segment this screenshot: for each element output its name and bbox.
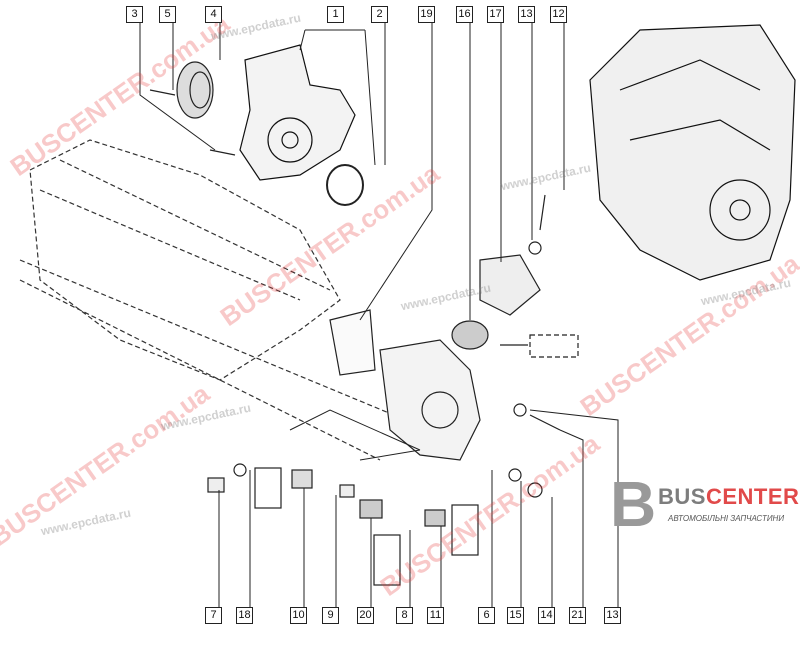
callout-4[interactable]: 4	[205, 6, 222, 23]
callout-2[interactable]: 2	[371, 6, 388, 23]
outlet-elbow	[479, 254, 541, 316]
thermostat-housing	[329, 309, 481, 461]
pulley	[176, 61, 214, 119]
temp-symbol-box	[451, 504, 479, 556]
callout-11[interactable]: 11	[427, 607, 444, 624]
sensors	[207, 403, 561, 527]
callout-18[interactable]: 18	[236, 607, 253, 624]
buscenter-logo: B BUSCENTER АВТОМОБІЛЬНІ ЗАПЧАСТИНИ	[610, 472, 800, 552]
callout-10[interactable]: 10	[290, 607, 307, 624]
callout-12[interactable]: 12	[550, 6, 567, 23]
callout-13-bottom[interactable]: 13	[604, 607, 621, 624]
callout-19[interactable]: 19	[418, 6, 435, 23]
callout-16[interactable]: 16	[456, 6, 473, 23]
gasket-ring	[326, 164, 364, 206]
callout-14[interactable]: 14	[538, 607, 555, 624]
callout-9[interactable]: 9	[322, 607, 339, 624]
callout-21[interactable]: 21	[569, 607, 586, 624]
callout-5[interactable]: 5	[159, 6, 176, 23]
logo-center: CENTER	[705, 484, 800, 509]
temp-symbol-box	[254, 467, 282, 509]
callout-6[interactable]: 6	[478, 607, 495, 624]
callout-13[interactable]: 13	[518, 6, 535, 23]
logo-name: BUSCENTER	[658, 484, 799, 510]
bolt-12	[528, 194, 546, 255]
leader-lines	[139, 23, 619, 607]
callout-17[interactable]: 17	[487, 6, 504, 23]
bolt-5	[149, 89, 176, 96]
logo-subtitle: АВТОМОБІЛЬНІ ЗАПЧАСТИНИ	[668, 514, 785, 523]
thermostat	[451, 320, 489, 350]
bolt-3	[209, 149, 236, 156]
temp-symbol-box	[373, 534, 401, 586]
callout-20[interactable]: 20	[357, 607, 374, 624]
logo-letter: B	[610, 468, 657, 540]
callout-1[interactable]: 1	[327, 6, 344, 23]
dashed-ref-box	[529, 334, 579, 358]
callout-15[interactable]: 15	[507, 607, 524, 624]
callout-3[interactable]: 3	[126, 6, 143, 23]
water-pump	[239, 44, 356, 181]
cylinder-head-outline	[19, 139, 431, 461]
engine-illustration	[589, 24, 796, 281]
logo-bus: BUS	[658, 484, 706, 509]
callout-7[interactable]: 7	[205, 607, 222, 624]
callout-8[interactable]: 8	[396, 607, 413, 624]
